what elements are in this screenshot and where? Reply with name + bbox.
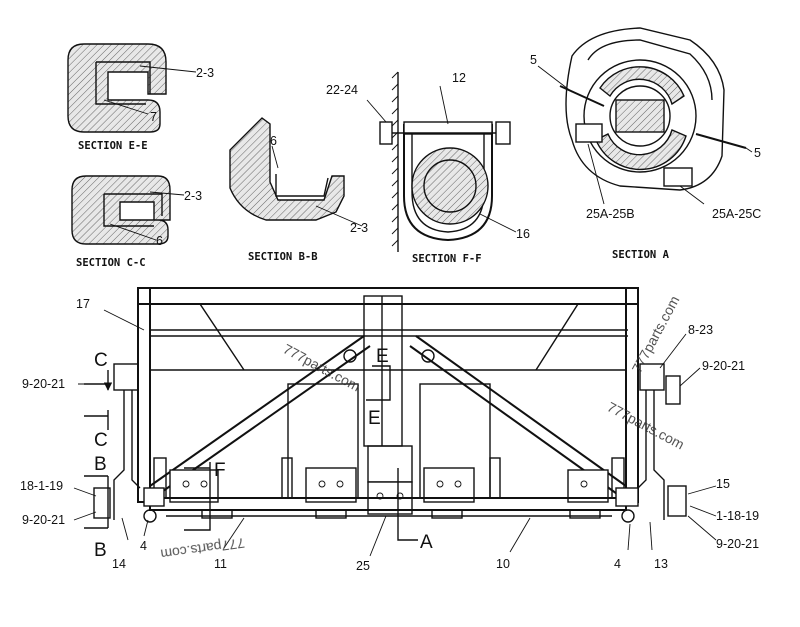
watermark-4: 777parts.com — [160, 535, 246, 563]
callout-25: 25 — [356, 559, 370, 573]
callout-leaders — [73, 309, 717, 557]
callout-6-cc: 6 — [156, 234, 163, 248]
callout-5-top: 5 — [530, 53, 537, 67]
marker-c-top: C — [94, 350, 108, 371]
callout-9-20-21-left-top: 9-20-21 — [22, 377, 65, 391]
callout-9-20-21-right-bottom: 9-20-21 — [716, 537, 759, 551]
callout-9-20-21-left-bottom: 9-20-21 — [22, 513, 65, 527]
watermarks: 777parts.com 777parts.com 777parts.com 7… — [160, 293, 687, 563]
marker-c-bottom: C — [94, 430, 108, 451]
callout-2-3-bb: 2-3 — [350, 221, 368, 235]
section-e-e-label: SECTION E-E — [78, 140, 148, 152]
marker-e-top: E — [376, 346, 389, 367]
callout-2-3-ee: 2-3 — [196, 66, 214, 80]
callout-4-right: 4 — [614, 557, 621, 571]
main-assembly-view — [93, 287, 687, 523]
section-b-b-label: SECTION B-B — [248, 251, 318, 263]
callout-13: 13 — [654, 557, 668, 571]
callout-22-24: 22-24 — [326, 83, 358, 97]
marker-e-bottom: E — [368, 408, 381, 429]
callout-14: 14 — [112, 557, 126, 571]
callout-18-1-19: 18-1-19 — [20, 479, 63, 493]
marker-a: A — [420, 532, 433, 553]
callout-12: 12 — [452, 71, 466, 85]
section-f-f-label: SECTION F-F — [412, 253, 482, 265]
section-f-f-view: 22-24 12 16 SECTION F-F — [326, 71, 530, 265]
callout-2-3-cc: 2-3 — [184, 189, 202, 203]
callout-25a-25b: 25A-25B — [586, 207, 635, 221]
callout-7: 7 — [150, 110, 157, 124]
section-e-e-view: 2-3 7 SECTION E-E — [67, 43, 214, 152]
callout-17: 17 — [76, 297, 90, 311]
callout-9-20-21-right-top: 9-20-21 — [702, 359, 745, 373]
callout-16: 16 — [516, 227, 530, 241]
main-callouts: 17 9-20-21 18-1-19 9-20-21 4 14 11 25 10… — [20, 297, 759, 573]
section-a-view: 5 5 25A-25B 25A-25C SECTION A — [530, 27, 761, 261]
marker-b-top: B — [94, 454, 107, 475]
callout-4-left: 4 — [140, 539, 147, 553]
callout-8-23: 8-23 — [688, 323, 713, 337]
section-b-b-view: 6 2-3 SECTION B-B — [229, 117, 368, 263]
callout-15: 15 — [716, 477, 730, 491]
callout-10: 10 — [496, 557, 510, 571]
callout-11: 11 — [214, 557, 227, 571]
callout-6-bb: 6 — [270, 134, 277, 148]
watermark-2: 777parts.com — [629, 293, 683, 375]
section-c-c-label: SECTION C-C — [76, 257, 146, 269]
section-c-c-view: 2-3 6 SECTION C-C — [71, 175, 202, 269]
callout-25a-25c: 25A-25C — [712, 207, 761, 221]
section-markers: C C B B F E E A — [84, 346, 433, 561]
callout-1-18-19: 1-18-19 — [716, 509, 759, 523]
marker-b-bottom: B — [94, 540, 107, 561]
section-a-label: SECTION A — [612, 249, 670, 261]
marker-f: F — [214, 460, 226, 481]
callout-5-right: 5 — [754, 146, 761, 160]
